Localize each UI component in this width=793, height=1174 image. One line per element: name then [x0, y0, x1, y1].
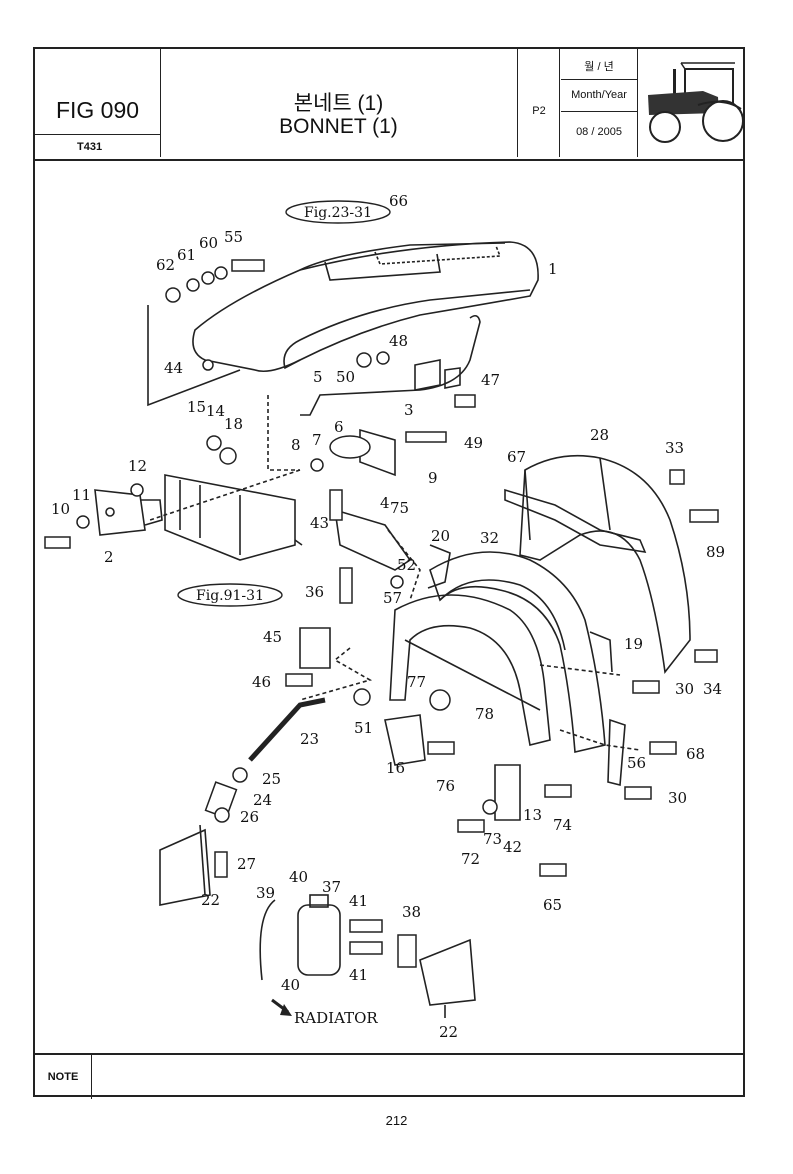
page-frame: FIG 090 T431 본네트 (1) BONNET (1) P2 월 / 년…	[33, 47, 745, 1099]
part-label: 48	[389, 332, 408, 350]
part-label: 14	[206, 402, 225, 420]
part-label: 41	[349, 892, 368, 910]
part-label: 5	[313, 368, 323, 386]
part-label: 39	[256, 884, 275, 902]
part-label: 27	[237, 855, 256, 873]
part-label: 25	[262, 770, 281, 788]
part-label: 32	[480, 529, 499, 547]
divider	[559, 49, 560, 157]
part-label: 45	[263, 628, 282, 646]
part-label: 46	[252, 673, 271, 691]
part-label: 40	[289, 868, 308, 886]
part-label: 73	[483, 830, 502, 848]
part-label: 49	[464, 434, 483, 452]
reference-fig-91-31: Fig.91-31	[196, 588, 264, 604]
part-label: 22	[439, 1023, 458, 1041]
part-label: 33	[665, 439, 684, 457]
part-label: 41	[349, 966, 368, 984]
part-label: 10	[51, 500, 70, 518]
part-label: 30	[668, 789, 687, 807]
part-label: 4	[380, 494, 390, 512]
part-label: 57	[383, 589, 402, 607]
reference-callout	[285, 200, 391, 224]
part-label: 37	[322, 878, 341, 896]
part-label: 12	[128, 457, 147, 475]
part-label: 1	[548, 260, 558, 278]
part-label: 2	[104, 548, 114, 566]
part-label: 61	[177, 246, 196, 264]
part-label: 9	[428, 469, 438, 487]
part-label: 66	[389, 192, 408, 210]
reference-fig-23-31: Fig.23-31	[304, 205, 372, 221]
part-label: 60	[199, 234, 218, 252]
note-label: NOTE	[35, 1055, 92, 1099]
date-value: 08 / 2005	[576, 126, 622, 138]
part-label: 15	[187, 398, 206, 416]
part-label: 62	[156, 256, 175, 274]
part-label: 51	[354, 719, 373, 737]
part-label: 55	[224, 228, 243, 246]
reference-callout	[177, 583, 283, 607]
part-label: 13	[523, 806, 542, 824]
part-label: 7	[312, 431, 322, 449]
part-label: 11	[72, 486, 91, 504]
part-label: 43	[310, 514, 329, 532]
part-label: 22	[201, 891, 220, 909]
radiator-label: RADIATOR	[294, 1009, 378, 1027]
page-code: P2	[532, 105, 546, 117]
part-label: 50	[336, 368, 355, 386]
part-label: 44	[164, 359, 183, 377]
page-number: 212	[385, 1113, 408, 1128]
part-label: 8	[291, 436, 301, 454]
date-label-korean: 월 / 년	[584, 61, 614, 73]
part-label: 34	[703, 680, 722, 698]
part-label: 26	[240, 808, 259, 826]
divider	[561, 111, 637, 112]
part-label: 56	[627, 754, 646, 772]
part-label: 30	[675, 680, 694, 698]
part-label: 68	[686, 745, 705, 763]
part-label: 65	[543, 896, 562, 914]
part-label: 23	[300, 730, 319, 748]
part-label: 72	[461, 850, 480, 868]
part-label: 3	[404, 401, 414, 419]
tractor-icon	[648, 62, 743, 143]
part-label: 67	[507, 448, 526, 466]
part-labels: 1 2 4 5 6 7 8 9 10 11 12 13 14 15 16 18 …	[51, 192, 725, 1041]
divider	[35, 134, 160, 135]
date-label-english: Month/Year	[571, 89, 627, 101]
part-label: 28	[590, 426, 609, 444]
part-label: 76	[436, 777, 455, 795]
part-label: 74	[553, 816, 572, 834]
header-block: FIG 090 T431 본네트 (1) BONNET (1) P2 월 / 년…	[35, 49, 743, 161]
part-label: 42	[503, 838, 522, 856]
part-label: 38	[402, 903, 421, 921]
divider	[160, 49, 161, 157]
fig-number: FIG 090	[55, 97, 140, 123]
divider	[561, 79, 637, 80]
part-label: 75	[390, 499, 409, 517]
part-label: 77	[407, 673, 426, 691]
part-label: 20	[431, 527, 450, 545]
note-row: NOTE	[35, 1053, 743, 1099]
part-label: 36	[305, 583, 324, 601]
part-label: 47	[481, 371, 500, 389]
part-label: 78	[475, 705, 494, 723]
model-code: T431	[77, 141, 103, 153]
title-english: BONNET (1)	[279, 115, 398, 138]
part-label: 52	[397, 556, 416, 574]
part-label: 89	[706, 543, 725, 561]
part-label: 24	[253, 791, 272, 809]
divider	[517, 49, 518, 157]
divider	[637, 49, 638, 157]
part-label: 40	[281, 976, 300, 994]
part-label: 18	[224, 415, 243, 433]
part-label: 19	[624, 635, 643, 653]
title-korean: 본네트 (1)	[293, 92, 384, 115]
part-label: 6	[334, 418, 344, 436]
part-label: 16	[386, 759, 405, 777]
